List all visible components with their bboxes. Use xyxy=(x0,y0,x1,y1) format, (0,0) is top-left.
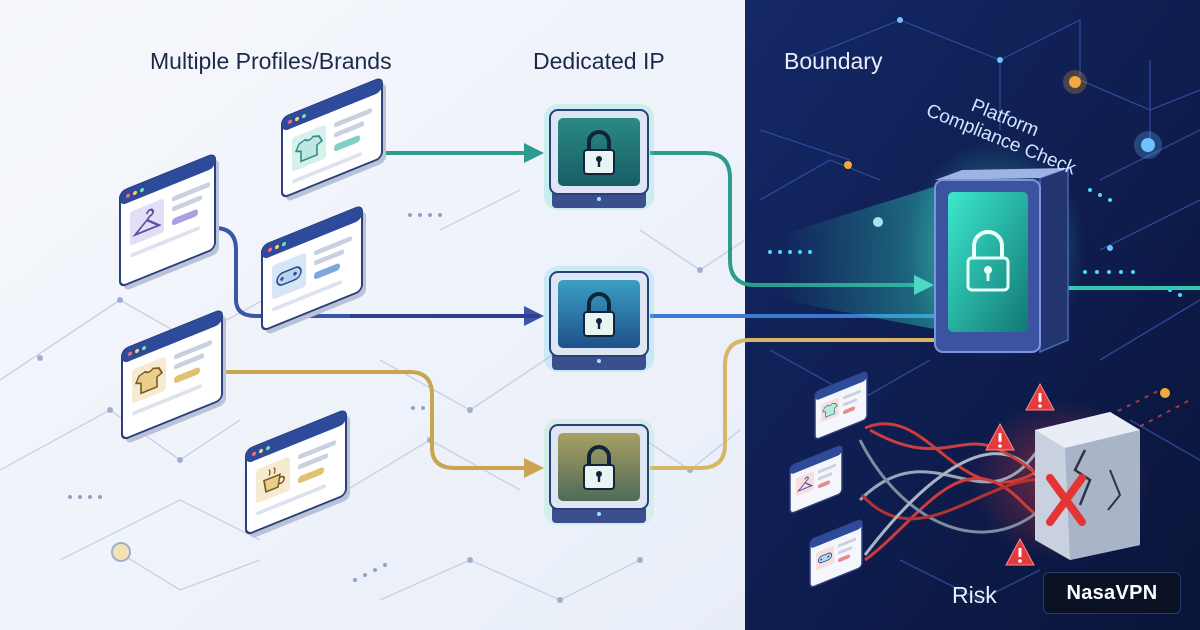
warning-triangle-icon xyxy=(1025,382,1055,411)
gate-beam xyxy=(780,185,940,330)
hanger-icon xyxy=(132,208,162,238)
padlock-icon xyxy=(583,445,615,490)
warning-triangle-icon xyxy=(985,422,1015,451)
risk-cards xyxy=(789,371,868,588)
gate-face xyxy=(948,192,1028,332)
risk-profile-card xyxy=(789,445,843,514)
brand-badge: NasaVPN xyxy=(1043,572,1181,614)
warnings xyxy=(985,382,1055,566)
hanger-icon xyxy=(796,476,814,493)
profile-cards xyxy=(119,78,386,538)
profile-card xyxy=(119,154,219,290)
risk-profile-card xyxy=(809,519,863,588)
label-dedicated-ip: Dedicated IP xyxy=(533,48,665,74)
ip-box xyxy=(544,104,654,210)
label-boundary: Boundary xyxy=(784,48,883,74)
profile-card xyxy=(281,78,386,201)
padlock-icon xyxy=(583,292,615,337)
broken-box xyxy=(1035,412,1140,560)
path-gold-to-ip xyxy=(225,370,544,478)
shirt-icon xyxy=(822,402,838,418)
coffee-cup-icon xyxy=(263,467,285,493)
dark-nodes xyxy=(844,17,1170,398)
ip-box xyxy=(544,266,654,372)
gate-frame-side xyxy=(1039,166,1069,354)
tshirt-icon xyxy=(134,367,164,395)
x-mark-icon xyxy=(1046,474,1086,526)
gate-frame-top xyxy=(935,168,1068,180)
label-risk: Risk xyxy=(952,582,997,608)
padlock-icon xyxy=(966,230,1010,292)
accent-node xyxy=(111,542,131,562)
profile-card xyxy=(261,206,366,334)
risk-profile-card xyxy=(814,371,868,440)
shirt-icon xyxy=(294,135,324,163)
ip-box xyxy=(544,419,654,525)
profile-card xyxy=(245,410,350,538)
controller-icon xyxy=(817,552,833,564)
path-blue-to-ip xyxy=(214,226,544,326)
light-dot-trails xyxy=(68,213,442,582)
compliance-gate xyxy=(780,140,1085,360)
padlock-icon xyxy=(583,130,615,175)
risk-zone xyxy=(789,371,1150,588)
profile-card xyxy=(121,310,226,443)
label-profiles: Multiple Profiles/Brands xyxy=(150,48,392,74)
controller-icon xyxy=(276,266,302,286)
warning-triangle-icon xyxy=(1005,537,1035,566)
path-teal-to-gate xyxy=(650,151,934,295)
ip-boxes xyxy=(544,104,654,525)
